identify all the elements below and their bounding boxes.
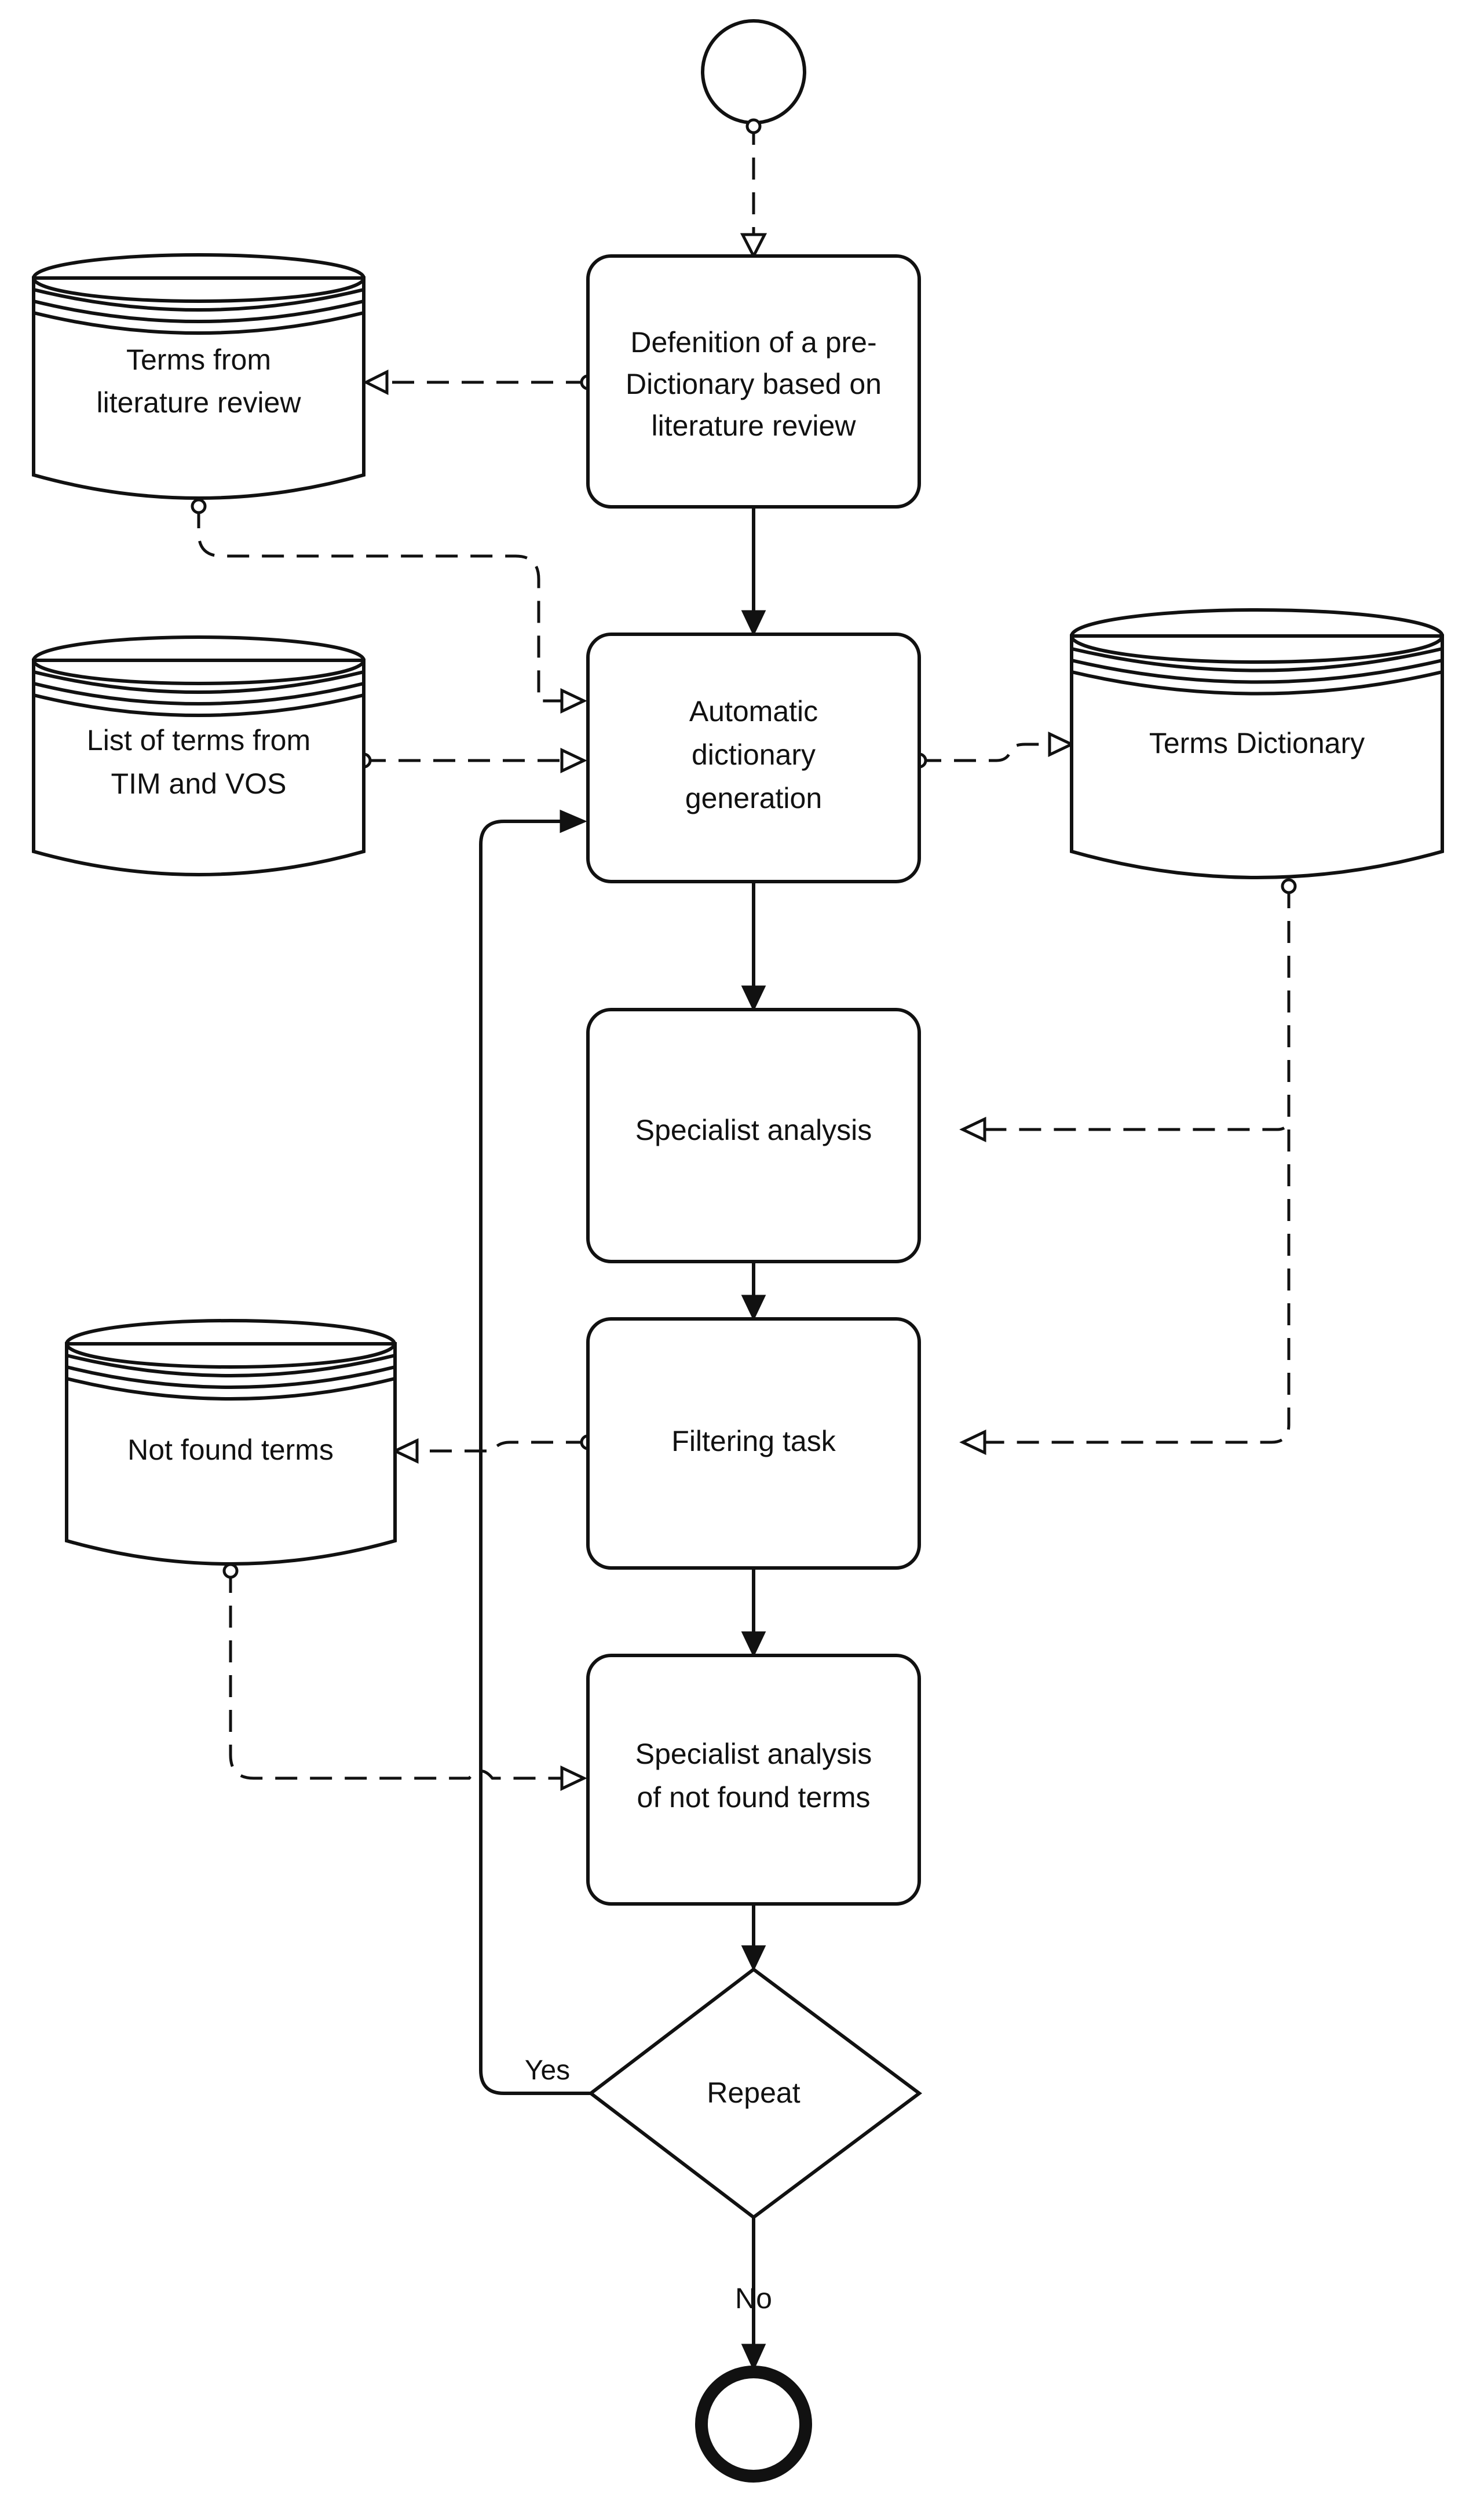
flow-nf-analysis-to-gateway-head: [741, 1945, 766, 1972]
task-predict-line-2: Dictionary based on: [626, 368, 882, 400]
task-predict-line-3: literature review: [652, 410, 857, 442]
task-predict-line-1: Defenition of a pre-: [630, 326, 876, 359]
assoc-not-found-to-nf-analysis: [229, 1571, 562, 1780]
end-event: [695, 2366, 812, 2483]
flow-autogen-to-specialist-head: [741, 985, 766, 1012]
task-filtering-label: Filtering task: [671, 1425, 836, 1457]
assoc-lit-terms-to-autogen: [197, 506, 562, 703]
gateway-no-label: No: [735, 2282, 772, 2315]
assoc-specialist-arrowhead: [959, 1117, 986, 1142]
datastore-terms-from-literature: Terms from literature review: [32, 253, 365, 500]
datastore-not-found-terms: Not found terms: [65, 1319, 397, 1566]
datastore-terms-dictionary: Terms Dictionary: [1070, 608, 1444, 879]
datastore-not-found-label: Not found terms: [127, 1434, 334, 1466]
datastore-dictionary-label: Terms Dictionary: [1149, 727, 1365, 759]
assoc-dictionary-origin-dot: [1281, 878, 1297, 894]
assoc-nf-analysis-arrowhead: [560, 1765, 587, 1791]
task-specialist-analysis: Specialist analysis: [586, 1008, 921, 1263]
datastore-tim-vos-terms: List of terms from TIM and VOS: [32, 635, 365, 876]
assoc-dictionary-arrowhead: [1048, 732, 1075, 757]
task-autogen-line-3: generation: [685, 782, 822, 814]
gateway-repeat-label: Repeat: [707, 2077, 800, 2109]
assoc-lit-terms-origin-dot: [191, 498, 207, 514]
task-filtering: Filtering task: [586, 1317, 921, 1570]
task-automatic-dictionary-generation: Automatic dictionary generation: [586, 633, 921, 883]
gateway-repeat: Repeat: [588, 1967, 923, 2220]
assoc-dictionary-to-specialist: [985, 886, 1291, 1131]
task-autogen-line-2: dictionary: [692, 739, 816, 771]
assoc-autogen-mid-arrowhead: [560, 748, 587, 773]
task-predict-dictionary: Defenition of a pre- Dictionary based on…: [586, 254, 921, 509]
datastore-lit-line-2: literature review: [97, 386, 302, 419]
assoc-autogen-to-dictionary: [919, 743, 1050, 762]
flow-predict-to-autogen-head: [741, 610, 766, 637]
assoc-lit-terms-arrowhead: [363, 369, 389, 396]
flow-specialist-to-filtering-head: [741, 1295, 766, 1321]
assoc-autogen-top-arrowhead: [560, 688, 587, 714]
start-flow-origin-dot: [745, 118, 762, 134]
start-event: [701, 19, 806, 125]
datastore-lit-line-1: Terms from: [126, 343, 271, 376]
assoc-filtering-arrowhead: [959, 1430, 986, 1455]
flow-gateway-yes-loop-head: [560, 809, 587, 834]
task-nf-analysis-line-2: of not found terms: [637, 1781, 870, 1814]
task-nf-analysis-line-1: Specialist analysis: [635, 1738, 872, 1770]
flow-gateway-to-end-head: [741, 2344, 766, 2371]
task-specialist-analysis-not-found: Specialist analysis of not found terms: [586, 1654, 921, 1906]
assoc-filtering-to-not-found: [417, 1441, 588, 1453]
assoc-not-found-origin-dot: [222, 1563, 239, 1579]
task-autogen-line-1: Automatic: [689, 695, 818, 728]
datastore-tim-vos-line-2: TIM and VOS: [111, 767, 287, 800]
task-specialist-label: Specialist analysis: [635, 1114, 872, 1146]
start-flow-arrowhead: [740, 233, 767, 259]
flow-filtering-to-nf-analysis-head: [741, 1631, 766, 1658]
assoc-dictionary-to-filtering: [985, 1129, 1291, 1444]
assoc-not-found-arrowhead: [392, 1438, 419, 1464]
flow-gateway-yes-loop: [479, 820, 591, 2095]
gateway-yes-label: Yes: [525, 2055, 570, 2086]
datastore-tim-vos-line-1: List of terms from: [87, 724, 310, 756]
